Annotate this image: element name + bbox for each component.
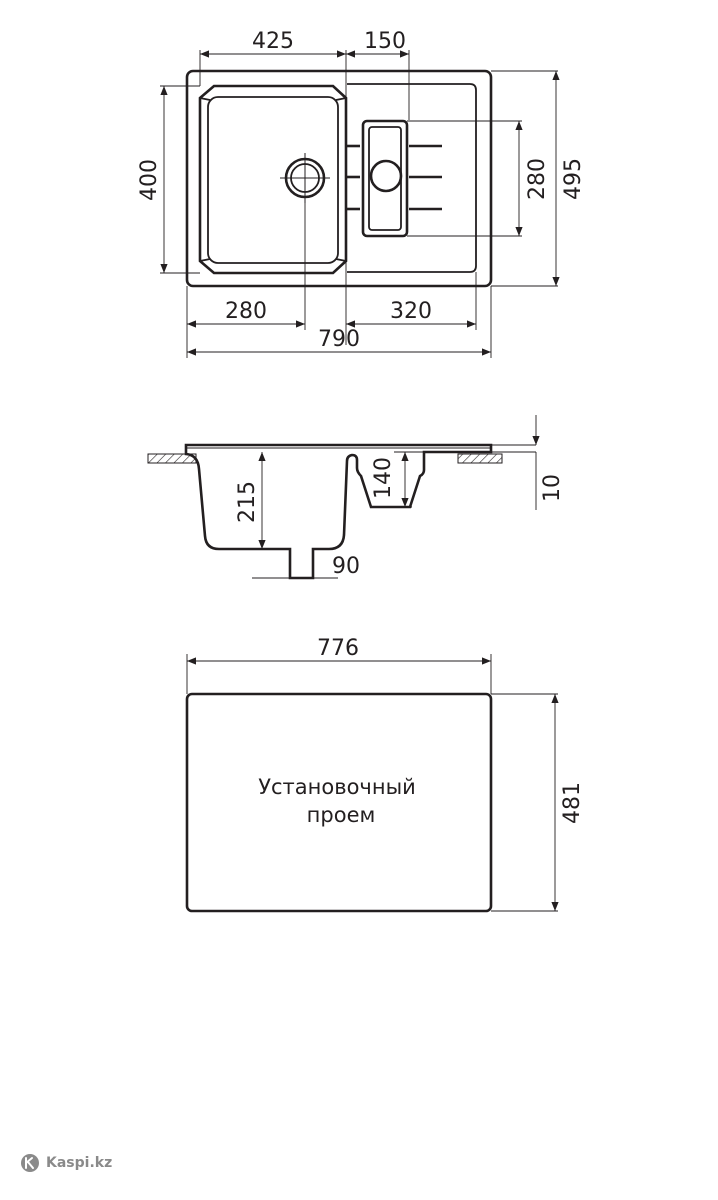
cutout-label-line2: проем — [307, 803, 376, 827]
cutout-outline — [185, 692, 493, 913]
section-view: 215 140 10 90 — [147, 415, 565, 580]
dim-drain-diameter: 90 — [332, 554, 360, 579]
dim-left-offset: 280 — [225, 299, 267, 324]
dim-cutout-height: 481 — [560, 782, 585, 824]
dim-bowl-width: 425 — [252, 29, 294, 54]
dim-right-offset: 320 — [390, 299, 432, 324]
dim-bowl-depth: 215 — [235, 481, 260, 523]
dim-cutout-width: 776 — [317, 636, 359, 661]
cutout-label-line1: Установочный — [258, 775, 416, 799]
dim-bowl-height: 400 — [137, 159, 162, 201]
dim-drainer-width: 150 — [364, 29, 406, 54]
dim-total-height: 495 — [561, 158, 586, 200]
drainer-tray — [347, 119, 442, 238]
deck-outline — [347, 83, 477, 273]
dim-rim-thickness: 10 — [540, 474, 565, 502]
top-view: 425 150 400 280 495 280 320 790 — [137, 29, 586, 358]
sink-outline — [185, 69, 493, 288]
cutout-view: 776 481 Установочный проем — [185, 636, 585, 913]
drain-hole — [280, 153, 330, 203]
dim-drainer-depth: 140 — [371, 457, 396, 499]
watermark-brand: Kaspi.kz — [46, 1155, 113, 1171]
dim-total-width: 790 — [318, 327, 360, 352]
countertop-right — [457, 453, 503, 464]
sink-profile — [184, 443, 493, 580]
kaspi-watermark: Kaspi.kz — [20, 1153, 112, 1173]
kaspi-logo-icon — [21, 1154, 39, 1172]
bowl — [198, 84, 348, 275]
dim-drainer-height: 280 — [525, 158, 550, 200]
